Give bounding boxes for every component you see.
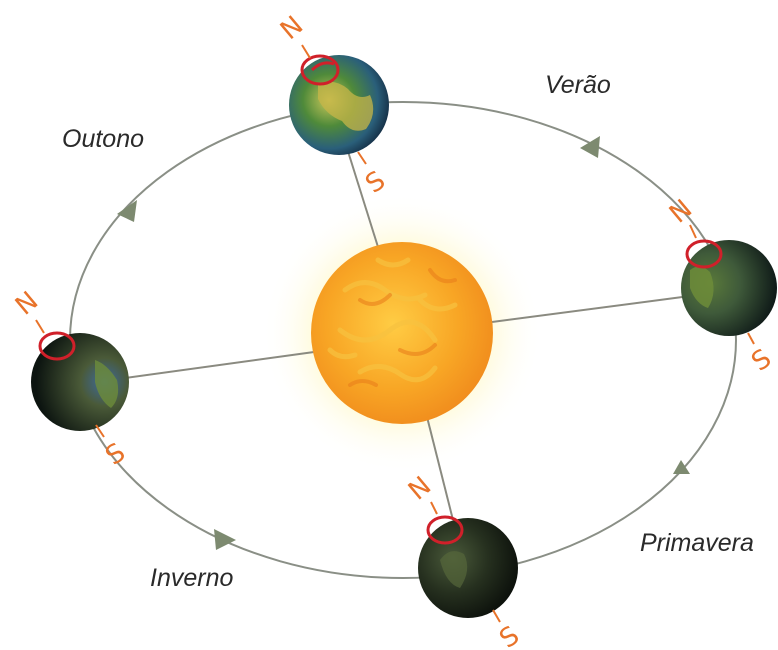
sun-earth-line-left: [124, 351, 315, 379]
north-pole-label: N: [403, 471, 437, 506]
season-label-autumn: Outono: [62, 125, 144, 153]
orbit-arrow-winter: [214, 529, 236, 550]
south-pole-label: S: [746, 344, 777, 378]
season-label-winter: Inverno: [150, 564, 233, 592]
sun-earth-line-bottom: [423, 404, 454, 521]
axis-tick: [301, 44, 311, 59]
north-pole-label: N: [275, 11, 309, 46]
axis-tick: [689, 224, 697, 239]
north-pole-label: N: [10, 286, 44, 321]
orbit-arrow-spring: [673, 460, 690, 474]
earth-icon: [681, 239, 777, 336]
axis-tick: [95, 424, 105, 438]
axis-tick: [35, 319, 45, 334]
axis-tick: [747, 332, 755, 345]
sun-icon: [311, 242, 493, 424]
axis-tick: [430, 501, 438, 515]
earth-icon: [289, 54, 389, 155]
sun-earth-line-top: [345, 144, 379, 248]
season-label-summer: Verão: [545, 71, 611, 99]
south-pole-label: S: [100, 438, 131, 472]
earth-icon: [418, 515, 518, 618]
orbit-arrow-autumn: [117, 200, 137, 222]
orbit-arrow-summer: [580, 136, 600, 158]
axis-tick: [357, 151, 367, 165]
season-label-spring: Primavera: [640, 529, 754, 557]
earth-icon: [31, 331, 129, 431]
axis-tick: [492, 609, 501, 623]
south-pole-label: S: [494, 621, 525, 650]
sun-earth-line-right: [491, 295, 691, 323]
